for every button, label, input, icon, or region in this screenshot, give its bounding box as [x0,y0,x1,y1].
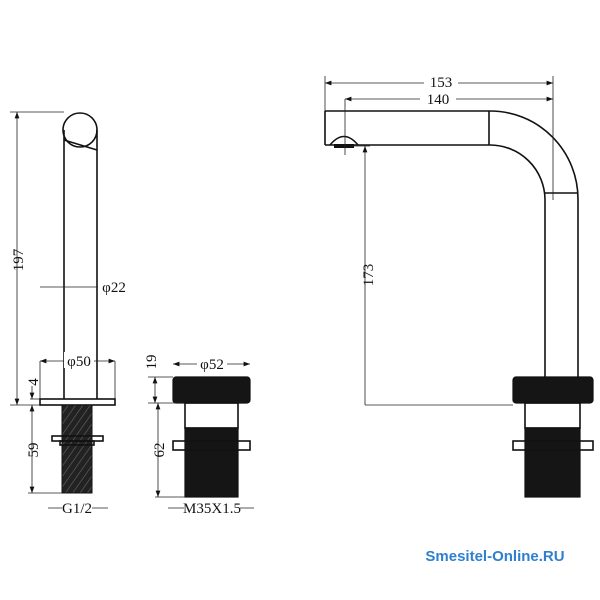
dim-plate-thickness: 4 [26,378,42,386]
dim-body-height: 19 [144,355,160,370]
front-view-dimensions: 153 140 173 [324,74,554,406]
side-view-spout [39,112,116,494]
thread-left-label: G1/2 [62,501,92,517]
thread-middle-label: M35X1.5 [183,501,241,517]
dim-shank-length: 59 [26,443,42,458]
dim-tube-diameter: φ22 [102,280,126,296]
dim-height-total: 197 [11,248,27,271]
dim-outlet-height: 173 [361,264,377,287]
dim-body-shank-length: 62 [152,443,168,458]
dim-reach-outlet: 140 [427,92,450,108]
dim-body-diameter: φ52 [200,357,224,373]
side-view-dimensions: 197 4 φ50 φ22 59 G1/2 [10,111,128,517]
base-view: 19 φ52 62 M35X1.5 [144,355,254,517]
front-view-spout [324,110,594,498]
watermark: Smesitel-Online.RU [425,548,564,565]
dim-reach-total: 153 [430,75,453,91]
dim-plate-diameter: φ50 [67,354,91,370]
